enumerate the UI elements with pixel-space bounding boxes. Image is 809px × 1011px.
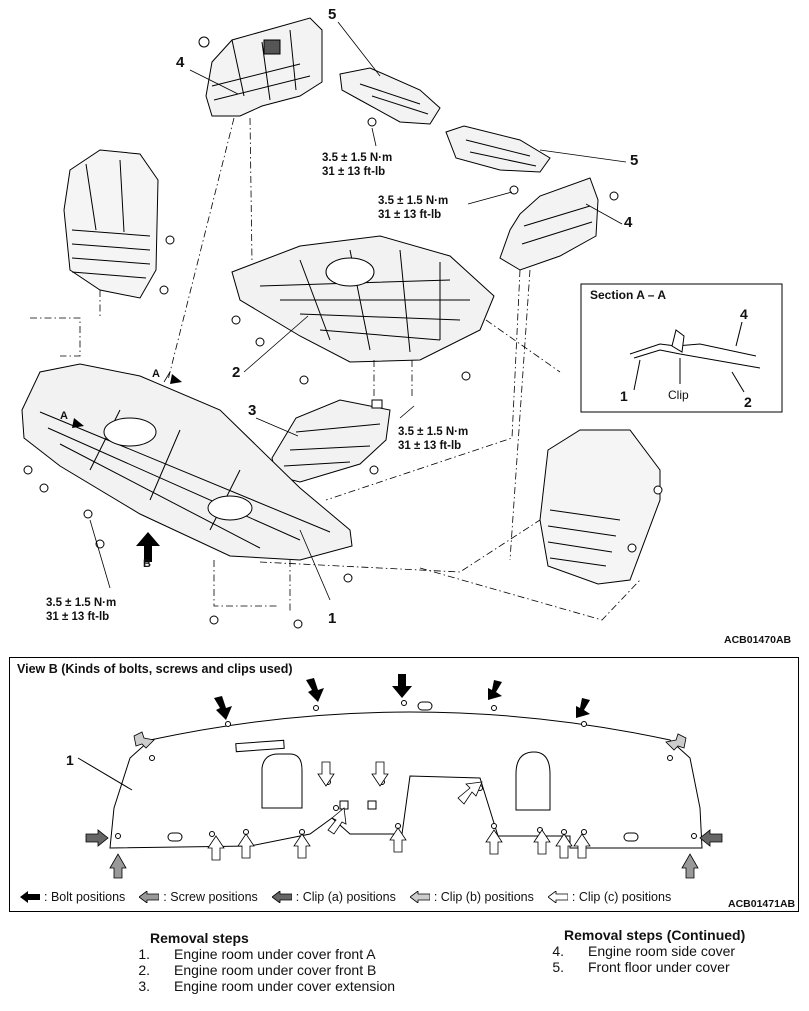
legend-clip-c: : Clip (c) positions <box>547 890 671 904</box>
bolt-arrow-icon <box>306 678 324 702</box>
callout-5-right: 5 <box>630 152 639 169</box>
floor-cover-right <box>445 125 551 195</box>
screw-arrow-icon <box>681 853 699 879</box>
clip-c-arrow-icon <box>457 781 483 805</box>
clip-c-arrow-icon <box>533 829 551 855</box>
list-item: 2. Engine room under cover front B <box>138 962 377 978</box>
removal-steps-continued: Removal steps (Continued) 4. Engine room… <box>524 927 745 975</box>
clip-b-arrow-icon <box>133 731 155 749</box>
view-b-drawing <box>77 674 723 879</box>
clip-c-arrow-icon <box>573 833 591 859</box>
clip-c-arrow-icon <box>327 807 347 835</box>
clip-a-arrow-icon <box>271 891 292 903</box>
floor-cover-upper <box>339 67 441 127</box>
view-b-arrow-icon <box>136 532 160 562</box>
bolt-arrow-icon <box>20 891 40 903</box>
cover-window-left <box>261 753 303 809</box>
wheel-arch-right <box>539 429 663 585</box>
list-item: 5. Front floor under cover <box>552 959 730 975</box>
list-item: 4. Engine room side cover <box>552 943 736 959</box>
cover-outline <box>109 711 703 849</box>
clip-c-arrow-icon <box>293 833 311 859</box>
legend-bolt: : Bolt positions <box>20 890 125 904</box>
clip-c-arrow-icon <box>237 833 255 859</box>
section-label-clip: Clip <box>668 388 689 402</box>
section-a-a-box <box>580 283 783 413</box>
cover-window-right <box>515 751 551 811</box>
screw-arrows <box>109 853 699 879</box>
under-cover-front-b <box>231 235 495 385</box>
section-marker-a-upper: A <box>152 368 160 380</box>
under-cover-front-a <box>21 363 353 629</box>
torque-spec-3: 3.5 ± 1.5 N·m 31 ± 13 ft-lb <box>398 426 469 452</box>
exploded-diagram-drawing <box>21 17 783 629</box>
view-b-title: View B (Kinds of bolts, screws and clips… <box>17 662 293 676</box>
torque-spec-1: 3.5 ± 1.5 N·m 31 ± 13 ft-lb <box>322 152 393 178</box>
clip-c-arrow-icon <box>555 833 573 859</box>
clip-b-arrow-icon <box>665 733 687 751</box>
side-cover-upper-left <box>198 17 323 117</box>
wheel-arch-left <box>63 149 175 299</box>
clip-c-arrow-icon <box>547 891 568 903</box>
callout-1: 1 <box>328 610 337 627</box>
torque-spec-2: 3.5 ± 1.5 N·m 31 ± 13 ft-lb <box>378 195 449 221</box>
callout-4-right: 4 <box>624 214 633 231</box>
removal-steps-continued-title: Removal steps (Continued) <box>564 927 746 943</box>
list-item: 1. Engine room under cover front A <box>138 946 376 962</box>
clip-a-arrow-icon <box>699 829 723 847</box>
clip-b-arrow-icon <box>409 891 430 903</box>
callout-2: 2 <box>232 364 241 381</box>
screw-arrow-icon <box>139 891 160 903</box>
cover-slot-center <box>417 701 433 711</box>
removal-steps: Removal steps 1. Engine room under cover… <box>110 930 395 994</box>
side-cover-right <box>499 177 619 271</box>
clip-b-arrows <box>133 731 687 751</box>
legend-clip-a: : Clip (a) positions <box>271 890 396 904</box>
callout-5-top: 5 <box>328 6 337 23</box>
label-1-leader <box>77 757 133 791</box>
under-cover-extension <box>271 399 391 483</box>
view-b-panel: View B (Kinds of bolts, screws and clips… <box>9 657 799 912</box>
legend-clip-b: : Clip (b) positions <box>409 890 534 904</box>
bolt-arrow-icon <box>392 674 412 698</box>
removal-steps-title: Removal steps <box>150 930 249 946</box>
callout-4-left: 4 <box>176 54 185 71</box>
bolt-arrows <box>214 674 590 720</box>
arrow-legend: : Bolt positions : Screw positions : Cli… <box>20 890 671 904</box>
torque-spec-4: 3.5 ± 1.5 N·m 31 ± 13 ft-lb <box>46 597 117 623</box>
clip-c-arrow-icon <box>317 761 335 787</box>
clip-c-arrow-icon <box>485 829 503 855</box>
clip-c-arrows <box>207 761 591 861</box>
section-a-arrow-icon-2 <box>72 418 84 428</box>
view-b-code: ACB01471AB <box>728 898 796 910</box>
section-a-arrow-icon <box>170 374 182 384</box>
clip-c-arrow-icon <box>371 761 389 787</box>
exploded-diagram: 5 4 5 4 2 3 1 3.5 ± 1.5 N·m 31 ± 13 ft-l… <box>21 6 792 646</box>
screw-arrow-icon <box>109 853 127 879</box>
clip-c-arrow-icon <box>207 835 225 861</box>
legend-screw: : Screw positions <box>139 890 258 904</box>
callout-3: 3 <box>248 402 257 419</box>
section-label-2: 2 <box>744 394 752 410</box>
bolt-arrow-icon <box>576 698 590 718</box>
section-title: Section A – A <box>590 288 667 302</box>
section-label-1: 1 <box>620 388 628 404</box>
view-marker-b: B <box>143 558 151 570</box>
diagram-code: ACB01470AB <box>724 634 792 646</box>
clip-a-arrows <box>85 829 723 847</box>
clip-c-arrow-icon <box>389 827 407 853</box>
section-marker-a-lower: A <box>60 410 68 422</box>
clip-a-arrow-icon <box>85 829 109 847</box>
cover-slot <box>235 739 285 753</box>
bolt-arrow-icon <box>214 696 232 720</box>
bolt-arrow-icon <box>488 680 502 700</box>
list-item: 3. Engine room under cover extension <box>138 978 396 994</box>
view-b-label-1: 1 <box>66 752 74 768</box>
section-label-4: 4 <box>740 306 748 322</box>
